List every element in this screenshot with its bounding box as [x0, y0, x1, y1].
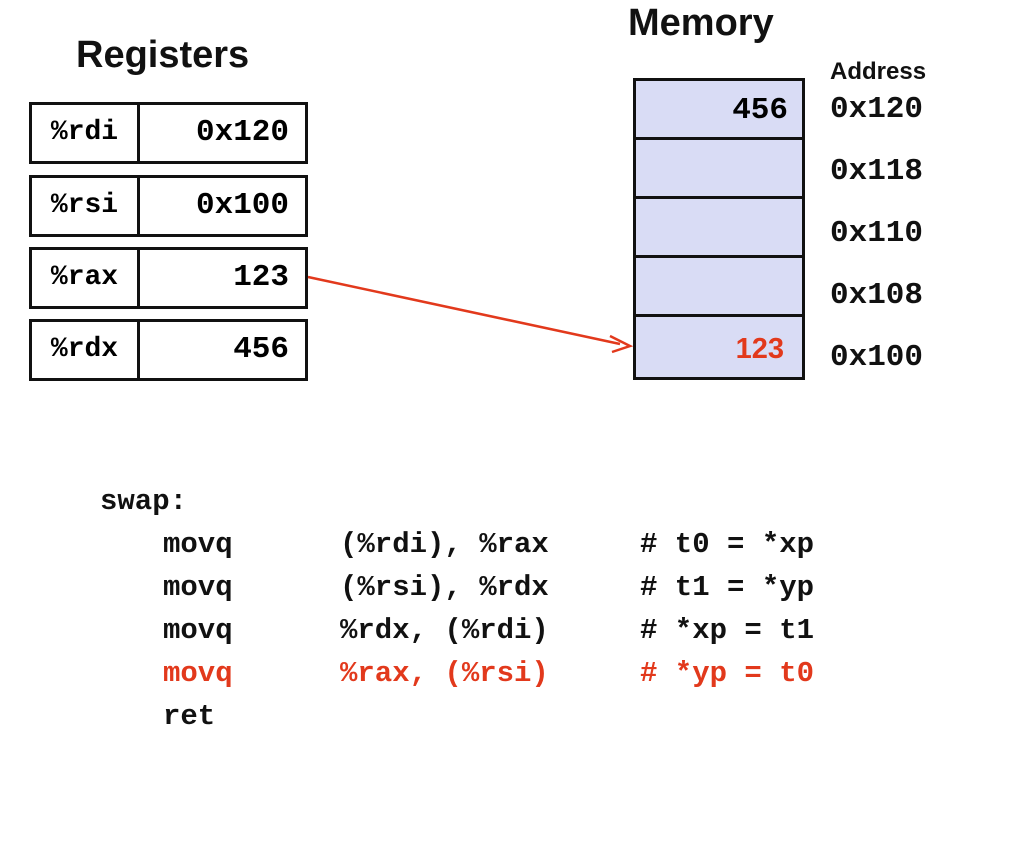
memory-address: 0x118	[830, 154, 924, 189]
code-args: %rax, (%rsi)	[340, 657, 549, 690]
memory-address: 0x108	[830, 278, 924, 313]
code-label: swap:	[100, 485, 188, 518]
register-row-rdx: %rdx 456	[29, 319, 308, 381]
register-name: %rax	[32, 250, 140, 306]
code-comment: # t1 = *yp	[640, 571, 815, 604]
arrow-rax-to-memory	[307, 275, 634, 354]
arrow-head-icon	[609, 334, 634, 354]
code-line: ret	[100, 695, 215, 738]
code-args: %rdx, (%rdi)	[340, 614, 549, 647]
code-line: movq (%rsi), %rdx # t1 = *yp	[100, 566, 814, 609]
code-line: movq (%rdi), %rax # t0 = *xp	[100, 523, 814, 566]
memory-cell	[636, 140, 802, 199]
code-op: movq	[163, 571, 233, 604]
memory-title: Memory	[628, 2, 774, 44]
memory-address: 0x120	[830, 92, 924, 127]
register-value: 123	[233, 260, 289, 295]
memory-value: 123	[735, 333, 784, 365]
register-value: 0x120	[195, 115, 289, 150]
code-line-highlighted: movq %rax, (%rsi) # *yp = t0	[100, 652, 814, 695]
register-name: %rdi	[32, 105, 140, 161]
assembly-code: swap: movq (%rdi), %rax # t0 = *xp movq …	[100, 480, 814, 738]
register-row-rdi: %rdi 0x120	[29, 102, 308, 164]
memory-cell	[636, 199, 802, 258]
registers-title: Registers	[76, 34, 250, 76]
register-row-rax: %rax 123	[29, 247, 308, 309]
memory-block: 456 123	[633, 78, 805, 380]
register-name: %rsi	[32, 178, 140, 234]
register-row-rsi: %rsi 0x100	[29, 175, 308, 237]
code-args: (%rdi), %rax	[340, 528, 549, 561]
memory-cell: 456	[636, 81, 802, 140]
register-name: %rdx	[32, 322, 140, 378]
code-comment: # *yp = t0	[640, 657, 815, 690]
code-comment: # *xp = t1	[640, 614, 815, 647]
arrow-line	[307, 275, 621, 346]
code-op: movq	[163, 657, 233, 690]
register-value: 456	[233, 332, 289, 367]
code-args: (%rsi), %rdx	[340, 571, 549, 604]
code-comment: # t0 = *xp	[640, 528, 815, 561]
code-op: movq	[163, 614, 233, 647]
memory-cell	[636, 258, 802, 317]
memory-address: 0x110	[830, 216, 924, 251]
code-op: ret	[163, 700, 216, 733]
memory-value: 456	[732, 93, 788, 128]
address-label: Address	[830, 58, 927, 85]
code-label-line: swap:	[100, 480, 187, 523]
memory-address: 0x100	[830, 340, 924, 375]
code-line: movq %rdx, (%rdi) # *xp = t1	[100, 609, 814, 652]
code-op: movq	[163, 528, 233, 561]
memory-cell-highlighted: 123	[636, 320, 802, 379]
register-value: 0x100	[195, 188, 289, 223]
